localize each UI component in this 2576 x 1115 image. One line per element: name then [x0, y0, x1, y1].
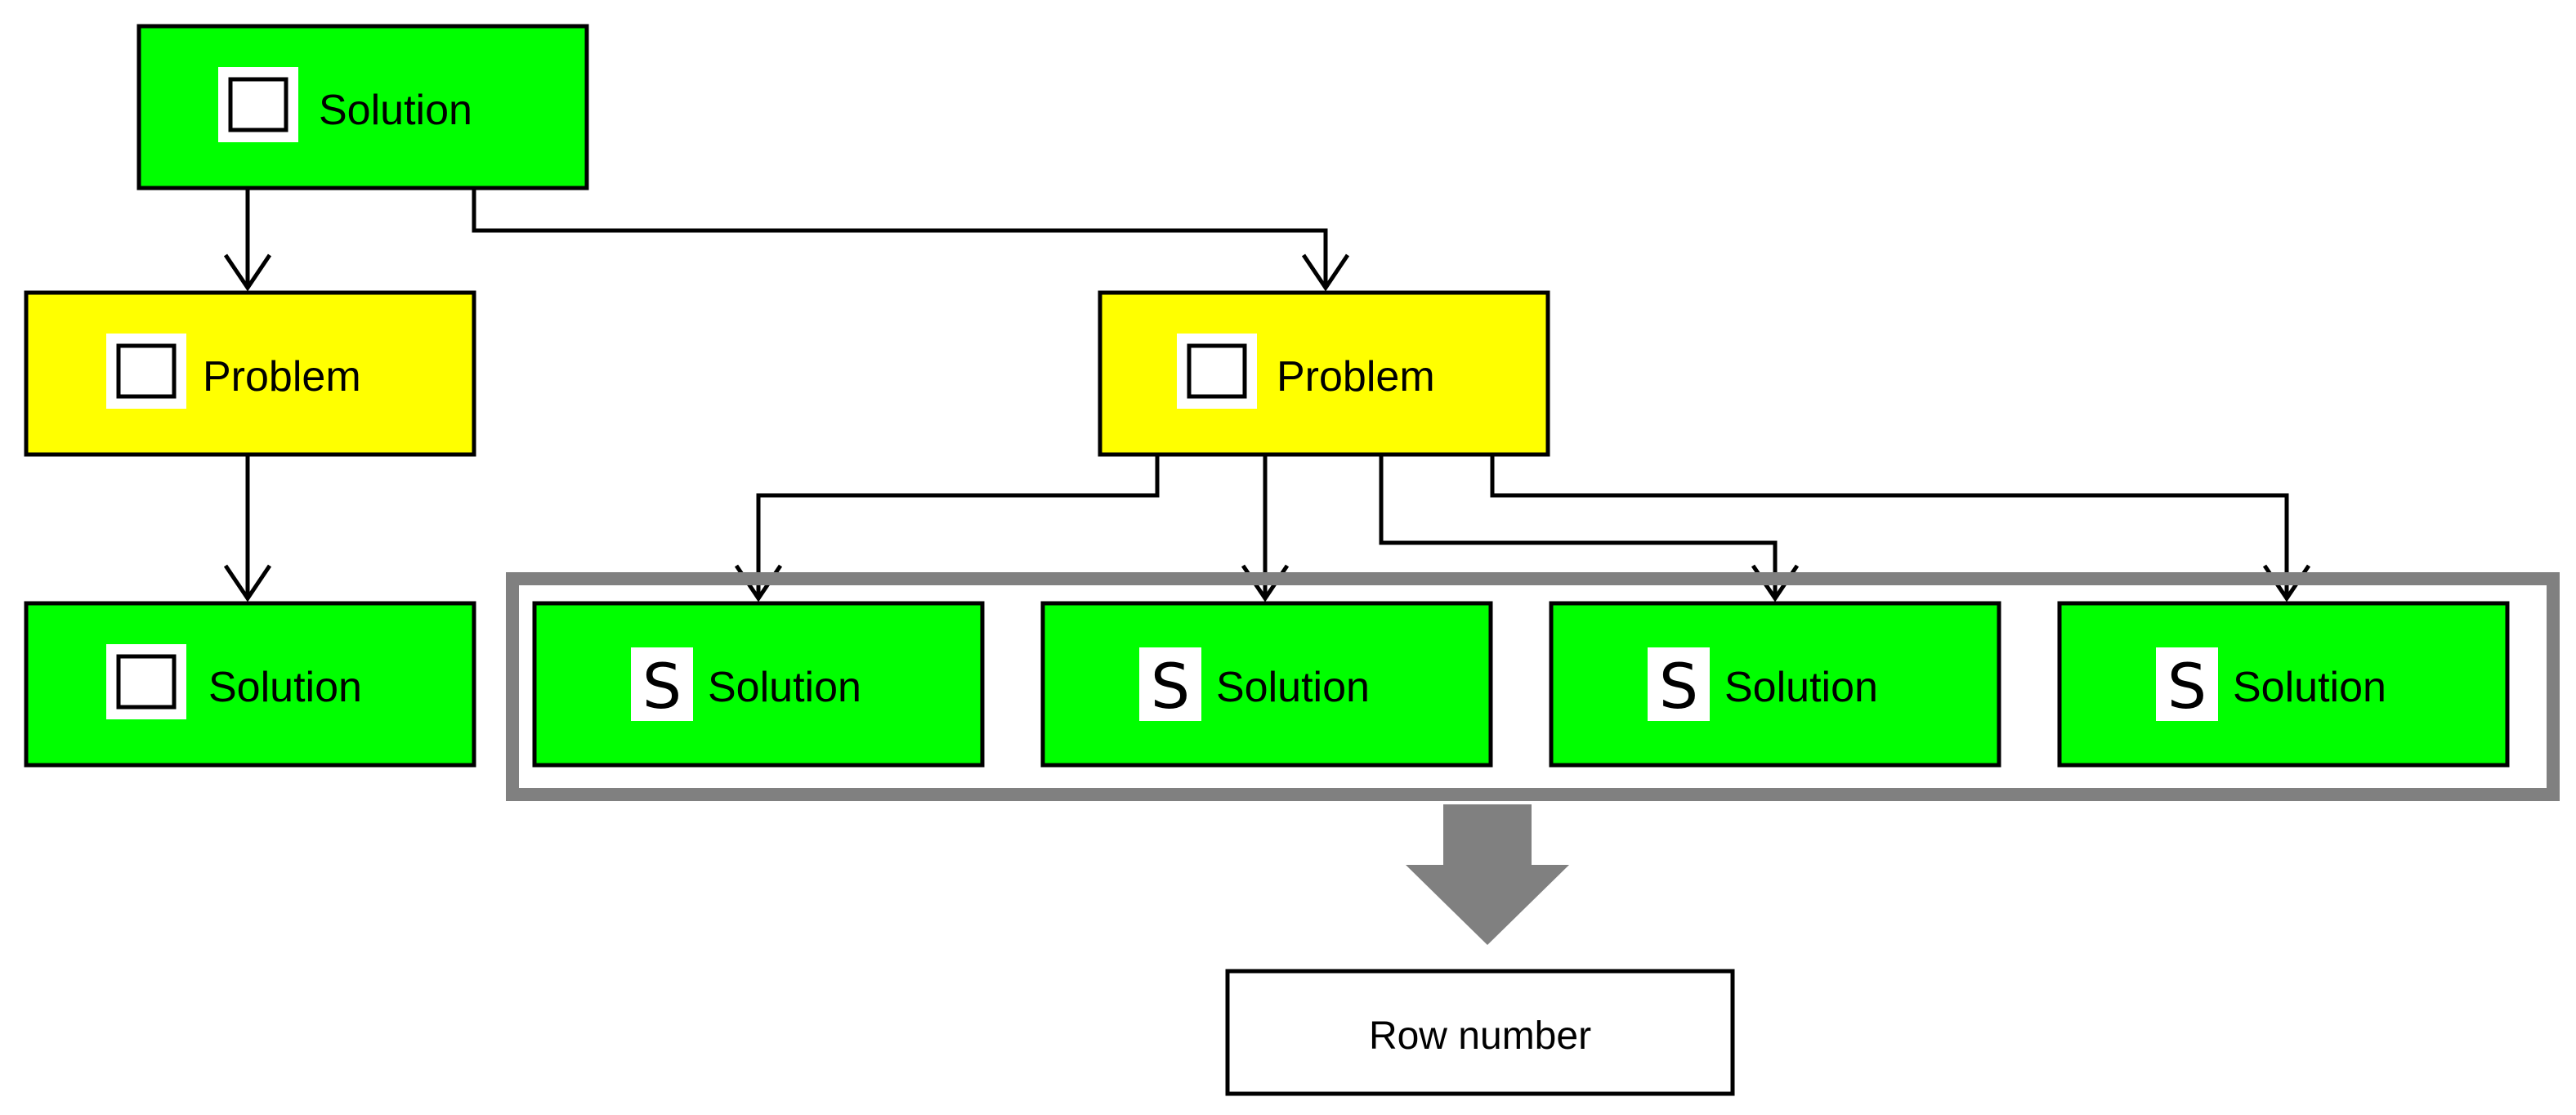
edge-root-to-right-problem: [472, 190, 1328, 286]
s-marker-text: S: [1151, 650, 1190, 723]
left-problem-node[interactable]: Problem: [24, 290, 476, 457]
s-marker-icon: [631, 647, 693, 721]
group-solution-node-3[interactable]: S Solution: [1549, 601, 2001, 768]
s-marker-text: S: [1659, 650, 1698, 723]
edge-root-to-right-problem-head: [1301, 253, 1350, 292]
left-problem-label: Problem: [203, 353, 361, 401]
right-problem-label: Problem: [1277, 353, 1435, 401]
solution-group-frame: [506, 572, 2560, 801]
group-solution-node-1[interactable]: S Solution: [532, 601, 985, 768]
edge-root-to-left-problem-head: [223, 253, 272, 292]
group-solution-label-2: Solution: [1216, 664, 1370, 711]
s-marker-text: S: [2167, 650, 2207, 723]
s-marker-icon: [1648, 647, 1710, 721]
s-marker-icon: [2156, 647, 2218, 721]
left-solution-label: Solution: [208, 664, 362, 711]
group-solution-label-1: Solution: [708, 664, 861, 711]
square-icon-inner: [1187, 343, 1247, 399]
group-solution-label-3: Solution: [1724, 664, 1878, 711]
edge-left-problem-to-left-solution-head: [223, 564, 272, 602]
edge-problem-to-group-solution-1: [756, 455, 1160, 597]
group-solution-node-2[interactable]: S Solution: [1040, 601, 1493, 768]
group-to-output-arrow-icon: [1406, 804, 1569, 945]
row-number-box[interactable]: Row number: [1225, 969, 1735, 1096]
square-icon-inner: [228, 77, 288, 132]
root-solution-node[interactable]: Solution: [136, 24, 589, 190]
root-solution-label: Solution: [319, 87, 472, 134]
group-solution-node-4[interactable]: S Solution: [2057, 601, 2510, 768]
s-marker-icon: [1139, 647, 1201, 721]
edge-problem-to-group-solution-3: [1379, 455, 1778, 597]
row-number-label: Row number: [1369, 1014, 1591, 1058]
s-marker-text: S: [642, 650, 682, 723]
right-problem-node[interactable]: Problem: [1098, 290, 1550, 457]
group-solution-label-4: Solution: [2233, 664, 2386, 711]
square-icon-inner: [116, 654, 177, 710]
left-solution-node[interactable]: Solution: [24, 601, 476, 768]
edge-problem-to-group-solution-4: [1490, 455, 2289, 597]
square-icon-inner: [116, 343, 177, 399]
